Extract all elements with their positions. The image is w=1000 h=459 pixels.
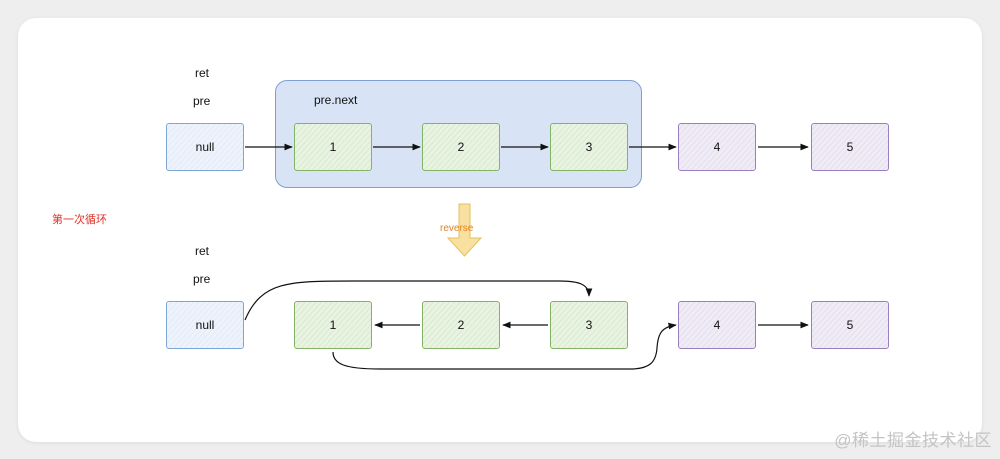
top-node-3: 3 bbox=[550, 123, 628, 171]
top-pre-label: pre bbox=[193, 94, 211, 108]
reverse-arrow-icon bbox=[446, 203, 483, 257]
bottom-node-null: null bbox=[166, 301, 244, 349]
bottom-node-2: 2 bbox=[422, 301, 500, 349]
top-node-4: 4 bbox=[678, 123, 756, 171]
top-node-null: null bbox=[166, 123, 244, 171]
reverse-label: reverse bbox=[440, 223, 474, 234]
arrow-1-to-4 bbox=[332, 322, 677, 370]
pre-next-label: pre.next bbox=[314, 93, 358, 107]
bottom-node-4: 4 bbox=[678, 301, 756, 349]
bottom-ret-label: ret bbox=[195, 244, 210, 258]
top-node-1: 1 bbox=[294, 123, 372, 171]
bottom-node-3: 3 bbox=[550, 301, 628, 349]
top-node-5: 5 bbox=[811, 123, 889, 171]
arrow-null-to-3 bbox=[244, 280, 593, 321]
loop-label: 第一次循环 bbox=[52, 214, 107, 226]
top-ret-label: ret bbox=[195, 66, 210, 80]
bottom-node-5: 5 bbox=[811, 301, 889, 349]
top-node-2: 2 bbox=[422, 123, 500, 171]
bottom-node-1: 1 bbox=[294, 301, 372, 349]
watermark: @稀土掘金技术社区 bbox=[834, 431, 992, 450]
bottom-pre-label: pre bbox=[193, 272, 211, 286]
